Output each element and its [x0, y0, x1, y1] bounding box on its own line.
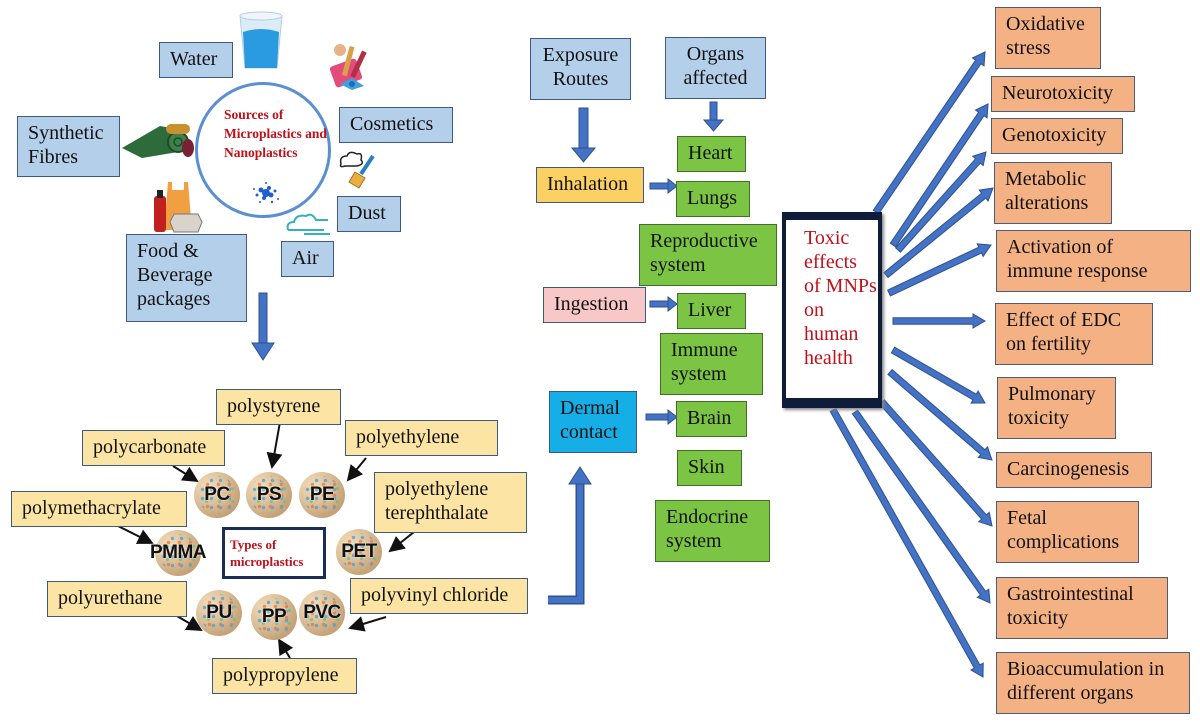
effect-arrow-6 — [890, 346, 986, 404]
type-label-polystyrene: polystyrene — [216, 389, 341, 425]
organ-skin: Skin — [677, 450, 742, 486]
type-label-polypropylene: polypropylene — [212, 658, 357, 694]
pellet-pp: PP — [251, 594, 297, 640]
type-label-polyethylene: polyethylene — [345, 420, 498, 456]
organ-reproductive-system: Reproductive system — [639, 224, 777, 286]
arrow-polymethacrylate — [117, 525, 154, 544]
inhalation-arrow — [649, 177, 678, 195]
types-to-exposure-arrow — [548, 466, 592, 605]
sources-title: Sources of Microplastics and Nanoplastic… — [224, 107, 327, 160]
sources-circle: Sources of Microplastics and Nanoplastic… — [195, 82, 331, 218]
effect-arrow-4 — [886, 243, 992, 297]
organ-heart: Heart — [677, 136, 746, 172]
routes-down-arrow — [570, 107, 597, 163]
sources-to-types-arrow — [251, 292, 275, 361]
type-label-polycarbonate: polycarbonate — [82, 430, 225, 466]
effect-arrow-5 — [892, 313, 986, 329]
effect-arrow-2 — [894, 151, 987, 253]
route-inhalation: Inhalation — [536, 167, 644, 203]
dermal-arrow — [645, 408, 678, 426]
arrow-polypropylene — [277, 638, 294, 659]
water-glass-icon — [239, 11, 283, 69]
effect-arrow-1 — [889, 103, 989, 248]
toxic-effects-title: Toxic effects of MNPs on human health — [782, 212, 882, 408]
exposure-routes-header: Exposure Routes — [530, 38, 631, 100]
effect-arrow-8 — [878, 399, 993, 527]
effect-arrow-9 — [851, 409, 991, 604]
effect-immune-response: Activation of immune response — [996, 230, 1191, 292]
type-label-pet: polyethylene terephthalate — [374, 472, 527, 533]
source-food-beverage: Food & Beverage packages — [126, 234, 247, 322]
type-label-polyurethane: polyurethane — [47, 581, 187, 617]
route-dermal-contact: Dermal contact — [549, 391, 637, 453]
type-label-polymethacrylate: polymethacrylate — [11, 491, 187, 527]
source-cosmetics: Cosmetics — [339, 107, 453, 143]
route-ingestion: Ingestion — [543, 287, 646, 323]
microplastic-particles-icon — [253, 182, 279, 204]
pellet-pu: PU — [196, 590, 242, 636]
effect-pulmonary-toxicity: Pulmonary toxicity — [997, 377, 1116, 439]
effect-carcinogenesis: Carcinogenesis — [996, 452, 1152, 488]
effect-arrow-10 — [829, 407, 984, 678]
broom-dust-icon — [339, 151, 375, 189]
cosmetics-icon — [329, 44, 367, 90]
arrow-polystyrene — [266, 421, 283, 469]
source-synthetic-fibres: Synthetic Fibres — [17, 116, 120, 177]
pellet-pet: PET — [336, 529, 382, 575]
effect-neurotoxicity: Neurotoxicity — [991, 76, 1135, 112]
effect-metabolic-alterations: Metabolic alterations — [994, 162, 1112, 224]
food-packaging-icon — [154, 182, 203, 233]
source-water: Water — [159, 42, 233, 78]
pellet-pmma: PMMA — [150, 530, 207, 576]
air-wind-icon — [286, 213, 330, 235]
types-title: Types of microplastics — [222, 527, 326, 579]
organ-endocrine-system: Endocrine system — [655, 500, 770, 562]
effect-edc-fertility: Effect of EDC on fertility — [995, 303, 1153, 365]
organs-affected-header: Organs affected — [665, 37, 766, 99]
pellet-pc: PC — [194, 472, 240, 518]
pellet-pvc: PVC — [299, 590, 345, 636]
effect-fetal-complications: Fetal complications — [996, 501, 1139, 563]
arrow-polycarbonate — [172, 465, 199, 483]
organ-liver: Liver — [677, 293, 746, 329]
effect-arrow-7 — [887, 368, 993, 461]
effect-bioaccumulation: Bioaccumulation in different organs — [996, 652, 1190, 714]
organs-down-arrow — [702, 101, 725, 132]
source-dust: Dust — [337, 196, 401, 232]
organ-brain: Brain — [676, 401, 747, 437]
effect-gastrointestinal-toxicity: Gastrointestinal toxicity — [996, 577, 1168, 639]
type-label-pvc: polyvinyl chloride — [350, 578, 528, 614]
organ-lungs: Lungs — [676, 181, 750, 217]
pellet-pe: PE — [299, 472, 345, 518]
effect-genotoxicity: Genotoxicity — [991, 118, 1123, 154]
effect-oxidative-stress: Oxidative stress — [995, 7, 1101, 69]
source-air: Air — [281, 241, 334, 277]
arrow-polyethylene — [346, 457, 367, 482]
pellet-ps: PS — [246, 472, 292, 518]
fabric-rolls-icon — [122, 124, 194, 158]
effect-arrow-0 — [872, 51, 986, 215]
organ-immune-system: Immune system — [660, 333, 763, 395]
effect-arrow-3 — [883, 187, 994, 279]
ingestion-arrow — [649, 295, 678, 313]
